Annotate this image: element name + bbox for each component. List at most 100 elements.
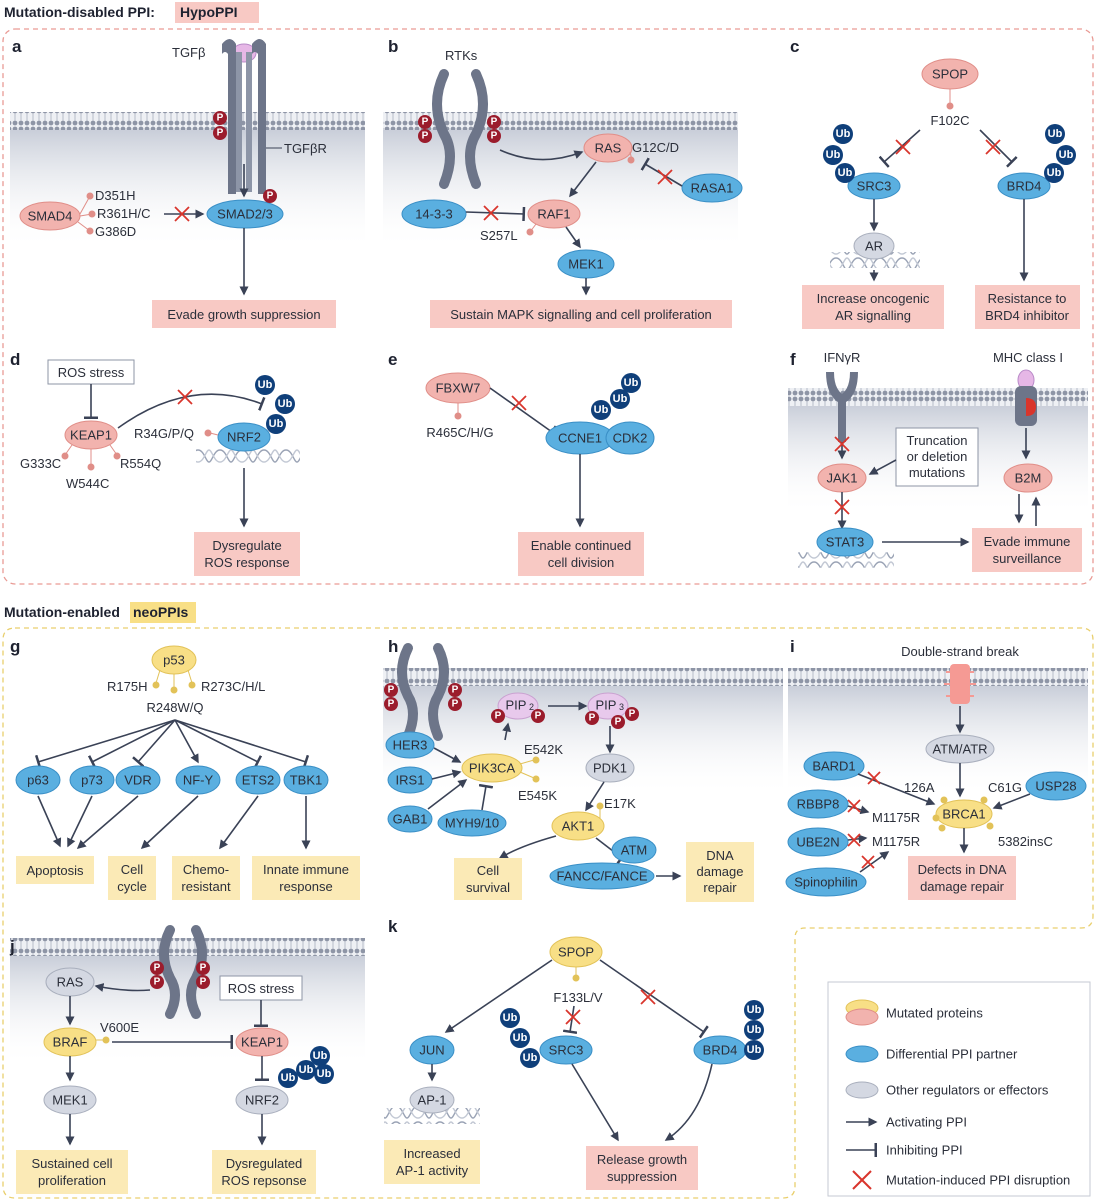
truncation-box — [895, 427, 979, 487]
dsb-burst-icon — [944, 664, 976, 704]
p53-edge-nf-y — [174, 719, 199, 764]
outcome-h2-line3: repair — [703, 880, 737, 895]
ifngr-label: IFNγR — [824, 350, 861, 365]
spop-mut-c: F102C — [930, 113, 969, 128]
svg-text:Ub: Ub — [1047, 167, 1062, 179]
svg-text:Ub: Ub — [503, 1012, 518, 1024]
svg-text:P: P — [491, 131, 498, 142]
p53-edge-tbk1 — [174, 719, 310, 769]
brca1-label: BRCA1 — [942, 807, 985, 822]
svg-text:P: P — [154, 963, 161, 974]
p53-target-label: VDR — [124, 773, 151, 788]
panel-d: d ROS stress KEAP1 G333C R554Q W544C NRF… — [10, 350, 300, 576]
svg-text:P: P — [154, 977, 161, 988]
smad4-mut-2: R361H/C — [97, 206, 150, 221]
rtk-receptor-2 — [465, 69, 488, 189]
ub-chain-src3-k: Ub Ub Ub — [500, 1008, 540, 1068]
svg-text:P: P — [267, 191, 274, 202]
smad23-node — [206, 199, 284, 229]
p53-label: p53 — [163, 653, 185, 668]
outcome-g4-line1: Innate immune — [263, 862, 349, 877]
outcome-j1-line2: proliferation — [38, 1173, 106, 1188]
outcome-e-line1: Enable continued — [531, 538, 631, 553]
mek1-label: MEK1 — [568, 257, 603, 272]
tgfbr-receptor-1 — [222, 39, 236, 194]
panel-label-i: i — [790, 637, 795, 656]
outcome-f-line1: Evade immune — [984, 534, 1071, 549]
braf-mut: V600E — [100, 1020, 139, 1035]
ap1-label: AP-1 — [418, 1093, 447, 1108]
gab1-node — [387, 805, 433, 833]
tgfb-label: TGFβ — [172, 45, 205, 60]
outcome-k2-line2: suppression — [607, 1169, 677, 1184]
svg-text:Ub: Ub — [747, 1004, 762, 1016]
ub-chain-brd4-c: Ub Ub Ub — [1044, 124, 1076, 183]
brca1-mut-c61g: C61G — [988, 780, 1022, 795]
fancc-label: FANCC/FANCE — [556, 869, 647, 884]
outcome-j2-line2: ROS repsonse — [221, 1173, 306, 1188]
outcome-b-label: Sustain MAPK signalling and cell prolife… — [450, 307, 712, 322]
myh-label: MYH9/10 — [445, 816, 499, 831]
svg-text:Ub: Ub — [317, 1068, 332, 1080]
disruption-cross — [174, 206, 190, 222]
legend: Mutated proteins Differential PPI partne… — [827, 981, 1091, 1197]
outcome-k1-line1: Increased — [403, 1146, 460, 1161]
svg-text:P: P — [589, 713, 596, 724]
outcome-h2-line2: damage — [697, 864, 744, 879]
irs1-node — [387, 766, 433, 794]
legend-disruption-label: Mutation-induced PPI disruption — [886, 1173, 1070, 1188]
pip2-label: PIP — [506, 698, 527, 713]
ras-label: RAS — [595, 141, 622, 156]
her3-label: HER3 — [393, 738, 428, 753]
outcome-h2 — [686, 842, 754, 902]
legend-partner-swatch — [845, 1045, 879, 1063]
ar-node — [853, 232, 895, 260]
outcome-k2 — [586, 1146, 698, 1190]
akt1-node — [551, 811, 605, 841]
outcome-k1-line2: AP-1 activity — [396, 1163, 469, 1178]
ap1-node — [409, 1086, 455, 1114]
truncation-line3: mutations — [909, 465, 966, 480]
p53-mut-1: R175H — [107, 679, 147, 694]
rtk-receptor-h2 — [428, 643, 449, 741]
outcome-a — [152, 300, 336, 328]
panel-k: k SPOP F133L/V JUN AP-1 Increased AP-1 a… — [384, 917, 764, 1190]
spop-label-k: SPOP — [558, 945, 594, 960]
smad4-mut-1: D351H — [95, 188, 135, 203]
outcome-i — [908, 856, 1016, 900]
svg-text:Ub: Ub — [258, 379, 273, 391]
svg-text:P: P — [200, 963, 207, 974]
braf-label: BRAF — [53, 1035, 88, 1050]
panel-label-d: d — [10, 350, 20, 369]
svg-text:P: P — [629, 709, 636, 720]
akt1-label: AKT1 — [562, 819, 595, 834]
ub-chain-d: Ub Ub Ub — [255, 375, 295, 434]
bard1-node — [803, 751, 865, 781]
outcome-g3-line2: resistant — [181, 879, 231, 894]
rtk-receptor-h1 — [397, 643, 418, 741]
jun-label: JUN — [419, 1043, 444, 1058]
brd4-label-c: BRD4 — [1007, 179, 1042, 194]
outcome-d — [194, 532, 300, 576]
svg-text:Ub: Ub — [836, 128, 851, 140]
rasa1-node — [681, 173, 743, 203]
ras-mut: G12C/D — [632, 140, 679, 155]
bard1-label: BARD1 — [812, 759, 855, 774]
svg-text:P: P — [217, 128, 224, 139]
hypoppi-frame — [2, 28, 1094, 585]
outcome-c2-line1: Resistance to — [988, 291, 1067, 306]
outcome-h1-line1: Cell — [477, 863, 500, 878]
panel-a: a TGFβ TGFβR P P SMAD4 D351H R361H/C G38… — [12, 37, 336, 328]
legend-disruption-swatch — [852, 1170, 872, 1190]
keap1-label-d: KEAP1 — [70, 428, 112, 443]
panel-label-f: f — [790, 350, 796, 369]
outcome-e-line2: cell division — [548, 555, 614, 570]
ros-stress-label-d: ROS stress — [58, 365, 125, 380]
dsb-label: Double-strand break — [901, 644, 1019, 659]
p53-target-node — [69, 765, 115, 795]
raf1-label: RAF1 — [537, 207, 570, 222]
svg-text:Ub: Ub — [513, 1032, 528, 1044]
nrf2-mut: R34G/P/Q — [134, 426, 194, 441]
